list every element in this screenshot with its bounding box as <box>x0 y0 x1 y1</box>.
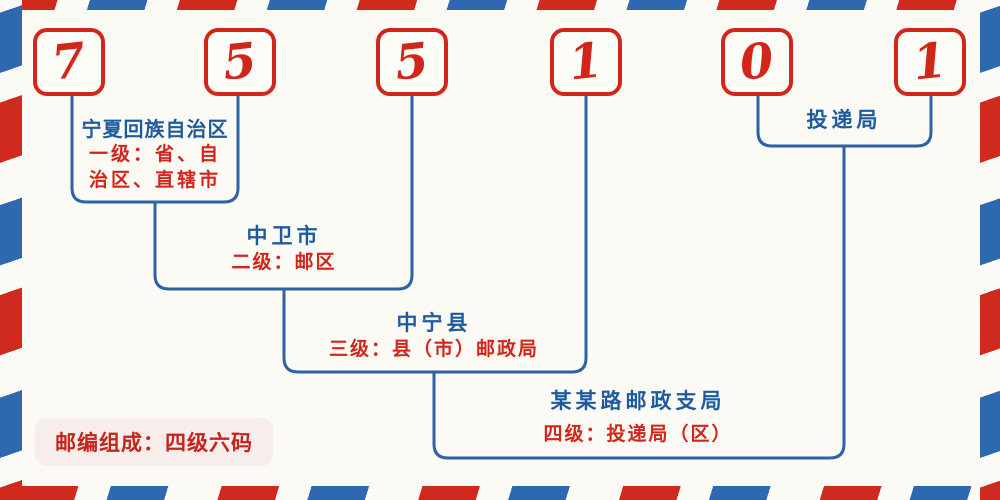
digit-3: 5 <box>392 32 432 92</box>
digit-5: 0 <box>737 32 777 92</box>
label-level1: 宁夏回族自治区 一级：省、自 治区、直辖市 <box>52 118 258 194</box>
digit-box-1: 7 <box>33 28 105 96</box>
digit-box-4: 1 <box>550 28 622 96</box>
digit-4: 1 <box>566 32 606 92</box>
airmail-border-right <box>980 0 1000 500</box>
bracket-level4 <box>432 146 846 460</box>
label-level3: 中宁县 三级：县（市）邮政局 <box>284 311 584 363</box>
level3-county-name: 中宁县 <box>396 312 472 335</box>
digit-box-2: 5 <box>204 28 276 96</box>
airmail-border-left <box>0 0 22 500</box>
label-delivery-bureau: 投递局 <box>744 108 944 134</box>
postcode-composition-text: 邮编组成：四级六码 <box>55 430 253 455</box>
digit-box-5: 0 <box>721 28 793 96</box>
digit-2: 5 <box>220 32 260 92</box>
label-level2: 中卫市 二级：邮区 <box>164 224 404 276</box>
airmail-border-top <box>0 0 1000 10</box>
level3-description: 三级：县（市）邮政局 <box>328 339 539 360</box>
digit-box-3: 5 <box>376 28 448 96</box>
level1-region-name: 宁夏回族自治区 <box>81 119 229 141</box>
postcode-composition-badge: 邮编组成：四级六码 <box>35 418 273 466</box>
bracket-delivery <box>756 96 933 148</box>
label-level4: 某某路邮政支局 四级：投递局（区） <box>468 389 808 448</box>
level1-description-line2: 治区、直辖市 <box>88 170 221 191</box>
digit-1: 7 <box>49 32 89 92</box>
level1-description-line1: 一级：省、自 <box>88 144 221 165</box>
level2-description: 二级：邮区 <box>231 252 337 273</box>
airmail-border-bottom <box>0 486 1000 500</box>
level4-description: 四级：投递局（区） <box>543 424 733 445</box>
digit-box-6: 1 <box>894 28 966 96</box>
level4-branch-name: 某某路邮政支局 <box>550 390 726 413</box>
digit-6: 1 <box>910 32 950 92</box>
level2-city-name: 中卫市 <box>246 225 322 248</box>
delivery-bureau-name: 投递局 <box>806 109 882 132</box>
